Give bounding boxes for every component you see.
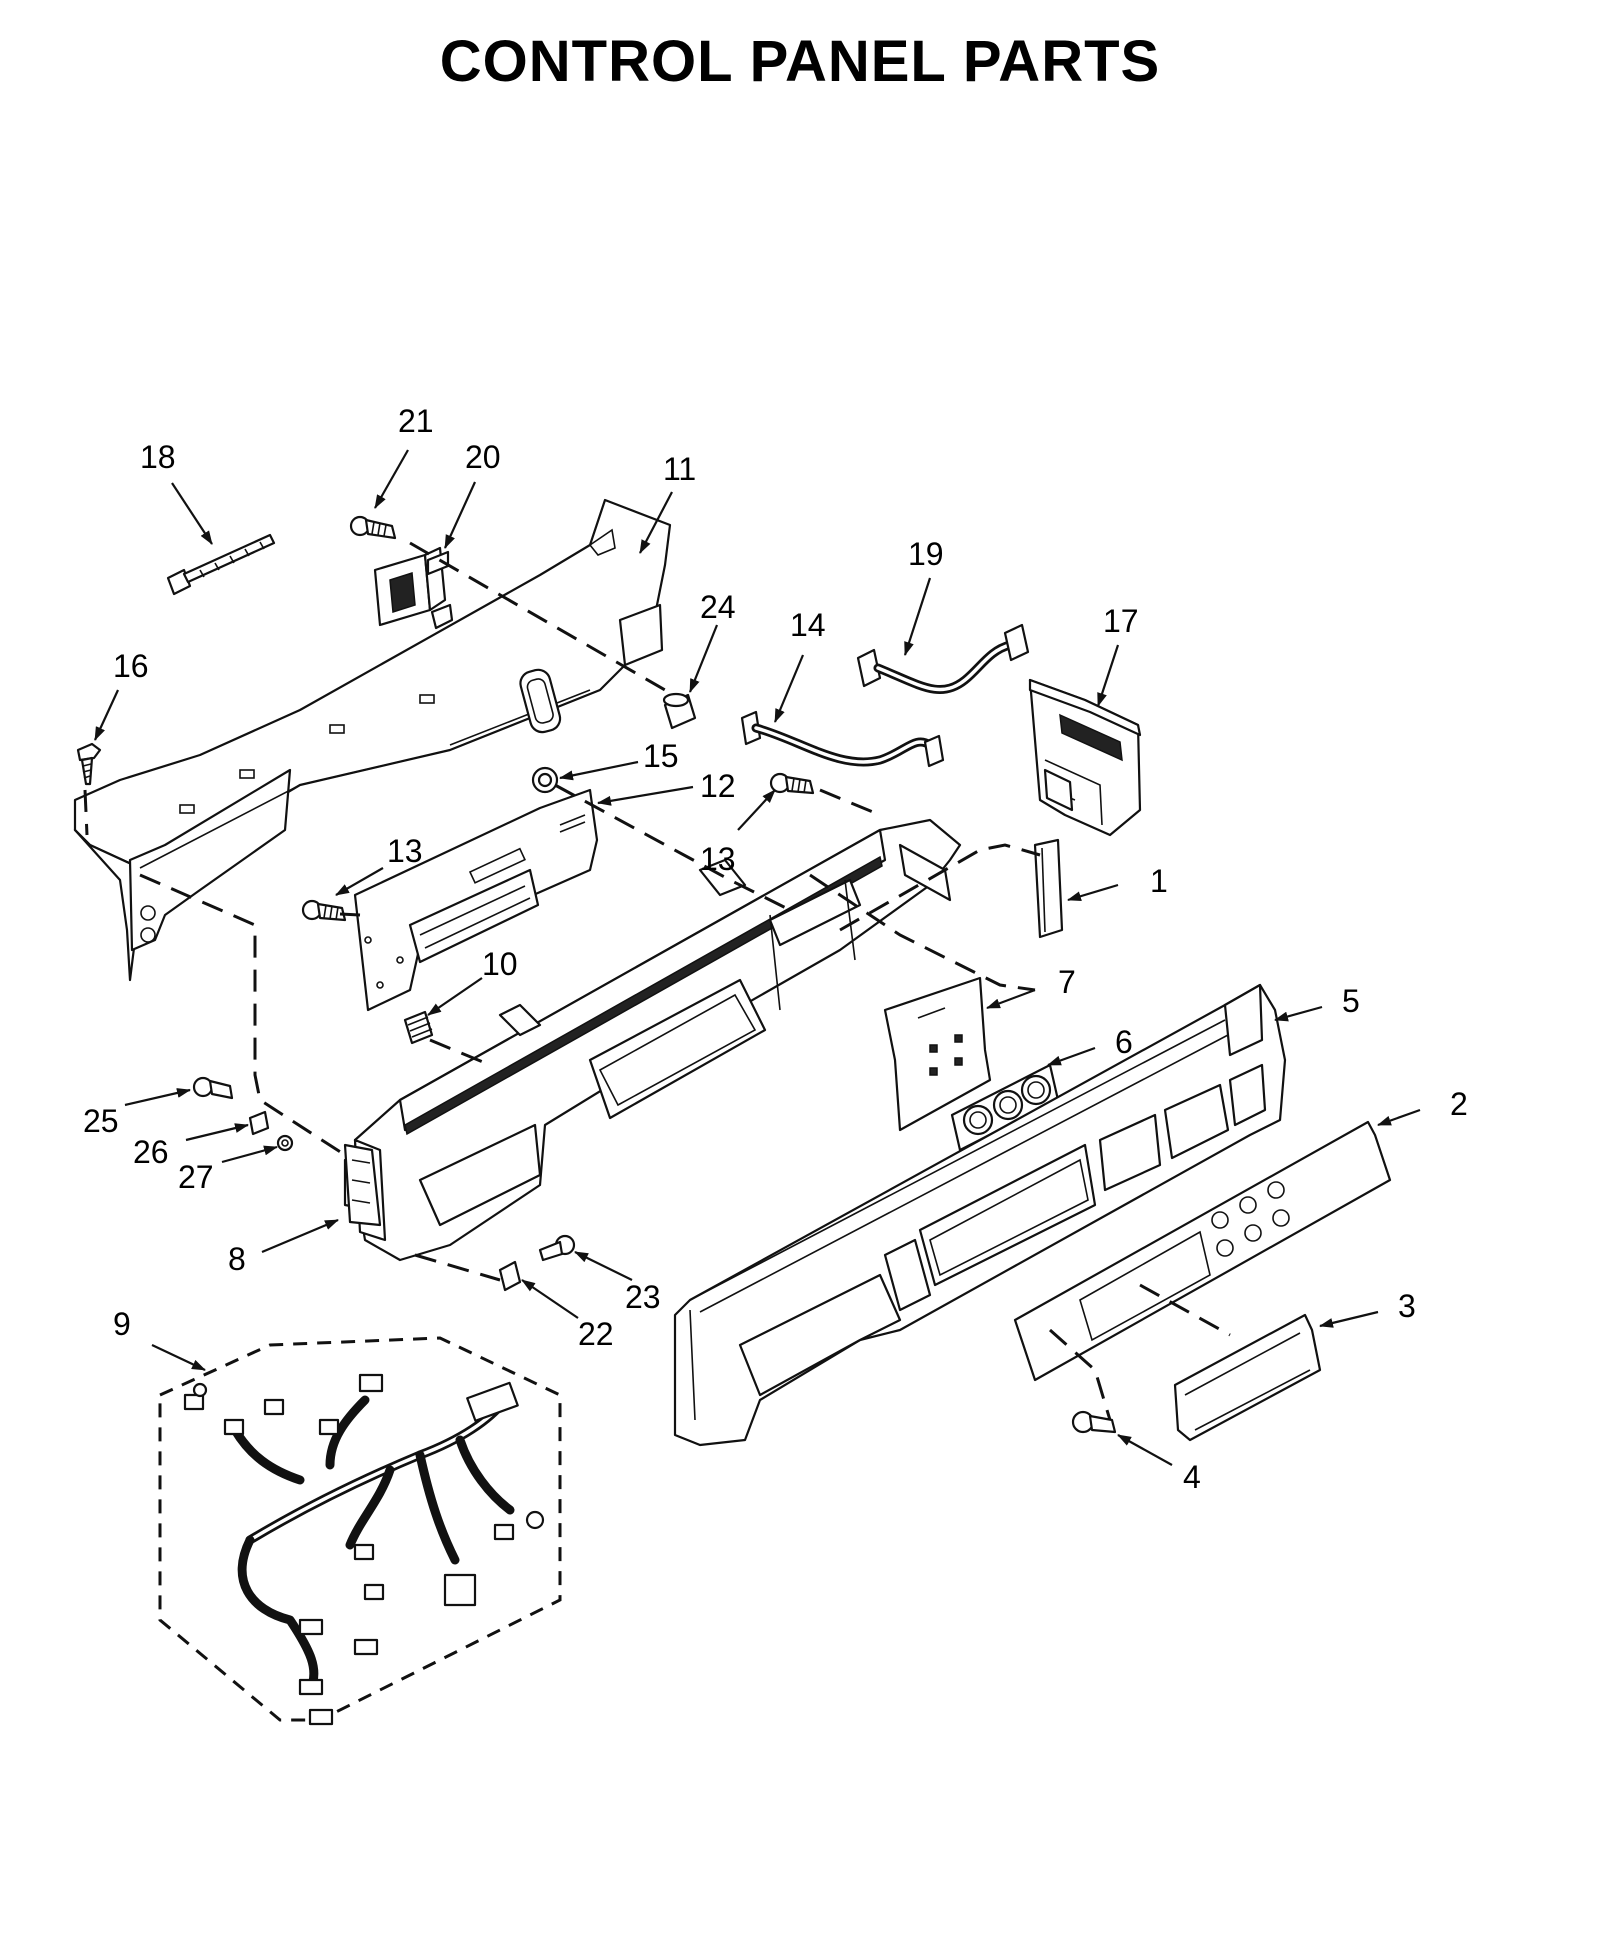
jumper-wire-19 [856,623,1030,695]
assembly-lines [83,541,1231,1421]
screw-13-left [301,899,347,922]
callout-13b-label: 13 [700,841,736,877]
callout-16-label: 16 [113,648,149,684]
page-title: CONTROL PANEL PARTS [439,29,1161,94]
callout-1-label: 1 [1150,863,1168,899]
callout-10-label: 10 [482,946,518,982]
side-bracket [343,1143,382,1227]
grommet [531,766,559,794]
callout-25: 25 [83,1088,191,1139]
callout-19: 19 [903,536,944,656]
jumper-wire-14 [740,710,945,768]
callout-13b: 13 [700,789,776,877]
callout-23-label: 23 [625,1279,661,1315]
callout-23: 23 [574,1251,661,1315]
callout-25-label: 25 [83,1103,119,1139]
callout-11-label: 11 [663,451,696,487]
callout-7: 7 [986,964,1076,1010]
display-lens [1173,1313,1322,1442]
callout-7-label: 7 [1058,964,1076,1000]
cable-tie [166,533,276,596]
screw-25 [192,1076,234,1100]
user-interface-board [883,976,992,1132]
callout-5: 5 [1274,983,1360,1022]
clip-26 [248,1110,270,1136]
callout-13a-label: 13 [387,833,423,869]
callout-4-label: 4 [1183,1459,1201,1495]
callout-1: 1 [1067,863,1168,902]
callout-9-label: 9 [113,1306,131,1342]
rear-mounting-bracket [73,498,672,982]
spring [403,1010,434,1045]
callout-18-label: 18 [140,439,176,475]
callout-21: 21 [374,403,434,509]
callout-5-label: 5 [1342,983,1360,1019]
callout-14: 14 [773,607,826,723]
callout-12: 12 [597,768,736,806]
washer-27 [276,1134,294,1152]
screw-23 [538,1234,576,1262]
callout-4: 4 [1117,1434,1201,1495]
screw-21 [349,515,397,540]
callout-13a: 13 [335,833,423,896]
callout-8: 8 [228,1218,339,1277]
callout-2: 2 [1377,1086,1468,1127]
control-panel-front [673,983,1287,1447]
callout-20: 20 [443,439,501,549]
callout-22: 22 [521,1279,614,1352]
callout-16: 16 [94,648,149,741]
screw-13-right [769,772,815,795]
callout-17-label: 17 [1103,603,1139,639]
control-module [1028,678,1142,837]
callout-24: 24 [688,589,736,693]
callout-10: 10 [427,946,518,1016]
callout-3-label: 3 [1398,1288,1416,1324]
screw-16 [76,742,102,786]
callout-9: 9 [113,1306,206,1371]
callout-8-label: 8 [228,1241,246,1277]
light-pipe [1033,838,1064,939]
callout-22-label: 22 [578,1316,614,1352]
callout-27-label: 27 [178,1159,214,1195]
callout-15: 15 [559,738,679,781]
callout-12-label: 12 [700,768,736,804]
callout-19-label: 19 [908,536,944,572]
clip-22 [498,1260,522,1292]
main-wire-harness [158,1336,562,1726]
callout-26-label: 26 [133,1134,169,1170]
callout-6: 6 [1047,1024,1133,1067]
spacer [662,692,697,730]
callout-6-label: 6 [1115,1024,1133,1060]
knob-housing [950,1063,1060,1152]
noise-filter [373,546,454,630]
callout-2-label: 2 [1450,1086,1468,1122]
callout-27: 27 [178,1145,278,1195]
callout-24-label: 24 [700,589,736,625]
callout-17: 17 [1096,603,1139,707]
callout-26: 26 [133,1123,249,1170]
callout-11: 11 [639,451,696,554]
callout-21-label: 21 [398,403,434,439]
callout-14-label: 14 [790,607,826,643]
callout-3: 3 [1319,1288,1416,1328]
callout-20-label: 20 [465,439,501,475]
console-overlay [1013,1120,1392,1382]
callout-18: 18 [140,439,213,545]
callout-15-label: 15 [643,738,679,774]
electronic-control-board [353,788,599,1012]
